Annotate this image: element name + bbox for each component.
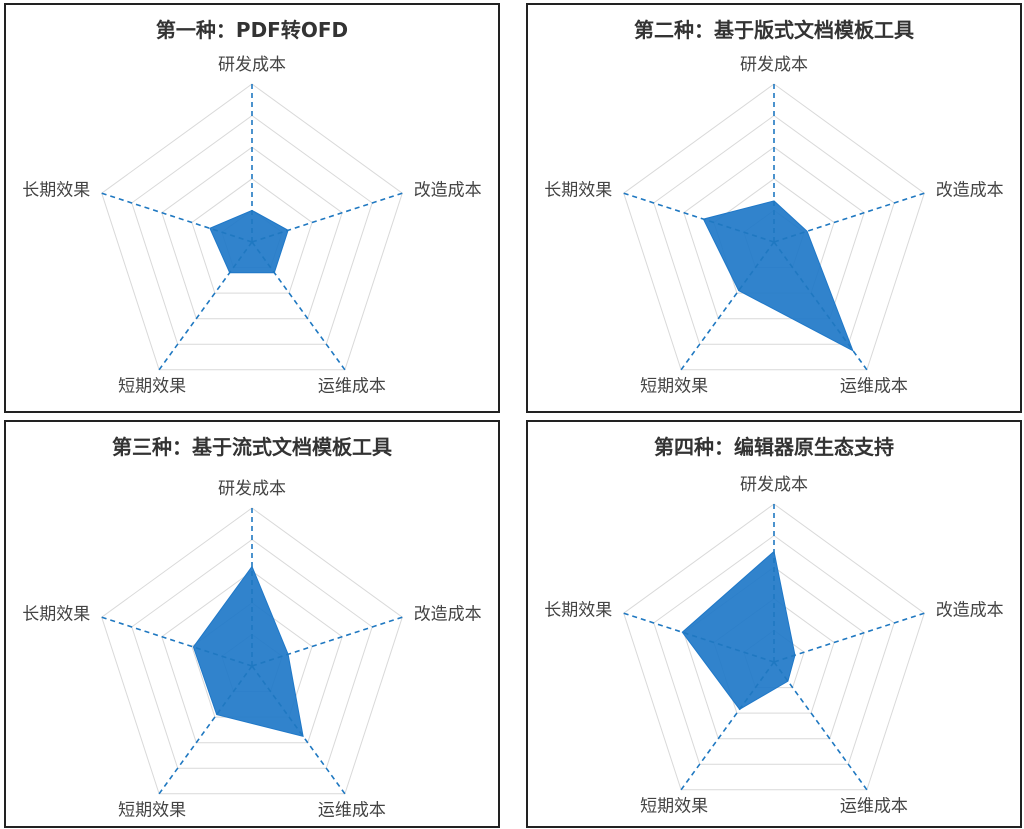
grid-ring	[683, 146, 865, 320]
axis-label: 运维成本	[318, 801, 386, 821]
axis-label: 长期效果	[22, 605, 90, 625]
axis-label: 改造成本	[936, 601, 1004, 621]
axis-label: 研发成本	[740, 55, 808, 75]
axis-label: 改造成本	[936, 181, 1004, 201]
radar-panel-1: 第一种：PDF转OFD 研发成本改造成本运维成本 短期效果 长期效果	[4, 3, 500, 413]
chart-title: 第二种：基于版式文档模板工具	[634, 18, 914, 42]
axis-label: 长期效果	[544, 601, 612, 621]
axis-label: 运维成本	[840, 797, 908, 817]
axis-label: 改造成本	[414, 181, 482, 201]
axis-label: 长期效果	[544, 181, 612, 201]
radar-panel-4: 第四种：编辑器原生态支持 研发成本改造成本运维成本 短期效果 长期效果	[526, 420, 1022, 828]
chart-title: 第四种：编辑器原生态支持	[654, 435, 894, 459]
radar-panel-3: 第三种：基于流式文档模板工具 研发成本改造成本运维成本 短期效果 长期效果	[4, 420, 500, 828]
grid-ring	[161, 146, 343, 320]
data-area	[702, 200, 854, 352]
grid-ring	[101, 83, 403, 371]
axis-label: 短期效果	[640, 377, 708, 397]
axis-label: 运维成本	[840, 377, 908, 397]
axis-label: 研发成本	[218, 479, 286, 499]
axis-label: 长期效果	[22, 181, 90, 201]
axis-line	[773, 612, 925, 663]
grid-ring	[653, 114, 895, 345]
data-area	[192, 565, 304, 737]
grid-ring	[131, 114, 373, 345]
data-area	[681, 550, 796, 710]
axis-label: 短期效果	[640, 797, 708, 817]
axis-label: 运维成本	[318, 377, 386, 397]
chart-title: 第三种：基于流式文档模板工具	[112, 435, 392, 459]
grid-ring	[101, 507, 403, 795]
axis-label: 研发成本	[218, 55, 286, 75]
grid-ring	[623, 83, 925, 371]
chart-title: 第一种：PDF转OFD	[155, 18, 349, 42]
grid-ring	[191, 178, 313, 294]
axis-label: 短期效果	[118, 801, 186, 821]
grid-ring	[623, 503, 925, 791]
axis-label: 短期效果	[118, 377, 186, 397]
grid-ring	[161, 570, 343, 744]
grid-ring	[653, 534, 895, 765]
radar-panel-2: 第二种：基于版式文档模板工具 研发成本改造成本运维成本 短期效果 长期效果	[526, 3, 1022, 413]
grid-ring	[131, 538, 373, 769]
axis-label: 研发成本	[740, 475, 808, 495]
axis-label: 改造成本	[414, 605, 482, 625]
